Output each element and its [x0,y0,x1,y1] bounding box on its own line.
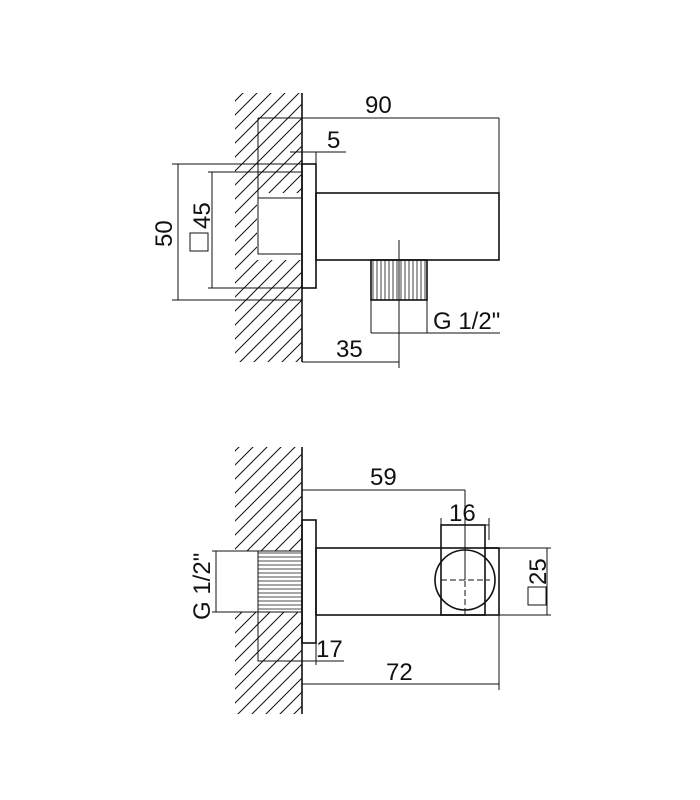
dim-plate-height-top: 50 [151,163,302,301]
dim-plate-depth-side: 17 [258,636,344,665]
dim-inlet-thread-side: G 1/2" [189,550,258,620]
dim-label-35: 35 [336,336,363,363]
dim-label-17: 17 [316,636,343,663]
wall-thread-top [257,197,303,255]
dim-outlet-thread-top: G 1/2" [370,300,500,335]
wall-thread-side [258,551,302,612]
wall-hatch-top [235,93,303,362]
wall-plate-top [301,163,317,289]
dim-holder-diameter-side: 16 [440,500,490,540]
top-view: 90 5 50 45 35 [151,92,500,368]
dim-label-thread-top: G 1/2" [433,308,500,335]
dim-overall-length-top: 90 [257,92,500,198]
dim-label-25: 25 [525,558,552,585]
square-symbol-side-icon [527,586,547,606]
dim-label-5: 5 [327,127,340,154]
dim-holder-position-side: 59 [302,464,466,580]
wall-plate-side [301,519,317,644]
dim-label-50: 50 [151,220,178,247]
arm-body-top [315,192,500,261]
dim-label-90: 90 [365,92,392,119]
dim-label-72: 72 [386,659,413,686]
dim-label-16: 16 [449,500,476,527]
dim-outlet-offset-top: 35 [302,300,400,368]
dim-plate-thickness-top: 5 [290,127,346,164]
dim-label-45: 45 [189,202,216,229]
dim-label-thread-side: G 1/2" [189,553,216,620]
dim-label-59: 59 [370,464,397,491]
square-symbol-icon [189,232,209,252]
side-view: 59 16 25 G 1/2" 17 [189,447,552,714]
arm-body-side [315,547,500,616]
dim-square-size-side: 25 [499,547,552,616]
dim-overall-length-side: 72 [302,615,500,690]
dim-square-size-top: 45 [189,171,302,289]
